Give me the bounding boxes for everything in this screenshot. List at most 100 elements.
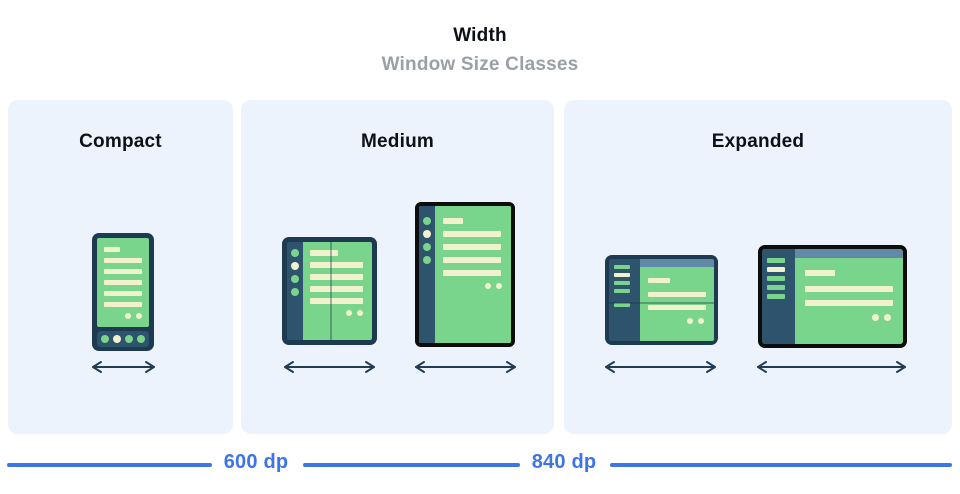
phone-screen	[97, 238, 149, 327]
content-line	[443, 218, 464, 224]
dot	[357, 310, 363, 316]
content-line	[805, 286, 893, 292]
content-line	[443, 244, 502, 250]
app-topbar	[640, 259, 714, 267]
content-line	[104, 269, 142, 274]
content-line	[310, 274, 363, 280]
foldable-landscape-illustration	[605, 255, 718, 345]
main-content	[640, 267, 714, 341]
foldable-landscape-screen	[609, 259, 714, 341]
fold-crease	[329, 242, 332, 340]
sidebar-item	[614, 281, 630, 285]
action-dots	[104, 313, 142, 319]
phone-navbar	[97, 331, 149, 347]
content-line	[104, 247, 120, 252]
width-arrow-icon	[415, 361, 516, 373]
content-line	[805, 270, 835, 276]
content-line	[443, 231, 502, 237]
sidebar-item	[614, 265, 630, 269]
sidebar-item	[767, 276, 785, 281]
breakpoint-600dp-label: 600 dp	[223, 451, 289, 473]
main-area	[640, 259, 714, 341]
dot	[687, 318, 693, 324]
foldable-screen	[287, 242, 372, 340]
width-arrow-icon	[284, 361, 375, 373]
action-dots	[443, 283, 503, 289]
dot	[346, 310, 352, 316]
width-arrow-icon	[605, 361, 716, 373]
content-line	[104, 291, 142, 296]
dot	[136, 313, 142, 319]
rail-dot	[291, 262, 299, 270]
content-line	[443, 257, 502, 263]
dot	[125, 313, 131, 319]
content-line	[310, 262, 363, 268]
tablet-content	[435, 206, 511, 343]
dot	[496, 283, 502, 289]
main-content	[795, 258, 903, 344]
content-line	[310, 286, 363, 292]
sidebar-item	[767, 294, 785, 299]
dot	[884, 314, 891, 321]
desktop-display-illustration	[758, 245, 907, 348]
nav-dot	[125, 335, 133, 343]
page-title: Width	[453, 25, 507, 46]
action-dots	[805, 314, 893, 321]
tablet-portrait-illustration	[415, 202, 515, 347]
rail-dot	[423, 256, 431, 264]
content-line	[104, 258, 142, 263]
content-line	[310, 298, 363, 304]
sidebar-item	[614, 289, 630, 293]
content-line	[648, 305, 706, 310]
foldable-open-illustration	[282, 237, 377, 345]
ruler-segment	[7, 463, 212, 467]
sidebar-item	[614, 273, 630, 277]
content-line	[648, 278, 671, 283]
breakpoint-840dp-label: 840 dp	[531, 451, 597, 473]
content-line	[443, 270, 502, 276]
nav-rail	[287, 242, 303, 340]
content-line	[104, 302, 142, 307]
ruler-segment	[610, 463, 952, 467]
foldable-content	[303, 242, 372, 340]
width-arrow-icon	[757, 361, 906, 373]
nav-dot	[113, 335, 121, 343]
sidebar-item	[614, 303, 630, 307]
width-arrow-icon	[92, 361, 155, 373]
panel-medium-label: Medium	[361, 131, 434, 152]
sidebar-nav	[609, 259, 640, 341]
page-subtitle: Window Size Classes	[381, 54, 579, 75]
panel-medium: Medium	[241, 100, 554, 434]
content-line	[805, 300, 893, 306]
fold-crease	[609, 301, 714, 304]
dot	[485, 283, 491, 289]
panel-expanded-label: Expanded	[711, 131, 805, 152]
panel-expanded: Expanded	[564, 100, 952, 434]
content-line	[648, 292, 706, 297]
sidebar-nav	[762, 249, 795, 344]
action-dots	[648, 318, 706, 324]
phone-illustration	[92, 233, 154, 351]
rail-dot	[423, 243, 431, 251]
panel-compact: Compact	[8, 100, 233, 434]
nav-dot	[137, 335, 145, 343]
nav-rail	[419, 206, 435, 343]
dot	[872, 314, 879, 321]
content-line	[104, 280, 142, 285]
rail-dot	[291, 275, 299, 283]
action-dots	[310, 310, 365, 316]
rail-dot	[423, 217, 431, 225]
dot	[698, 318, 704, 324]
main-area	[795, 249, 903, 344]
rail-dot	[291, 288, 299, 296]
nav-dot	[101, 335, 109, 343]
sidebar-item	[767, 285, 785, 290]
sidebar-item	[767, 267, 785, 272]
panel-compact-label: Compact	[79, 131, 162, 152]
ruler-segment	[303, 463, 520, 467]
app-topbar	[795, 249, 903, 258]
rail-dot	[291, 249, 299, 257]
content-line	[310, 250, 338, 256]
sidebar-item	[767, 258, 785, 263]
